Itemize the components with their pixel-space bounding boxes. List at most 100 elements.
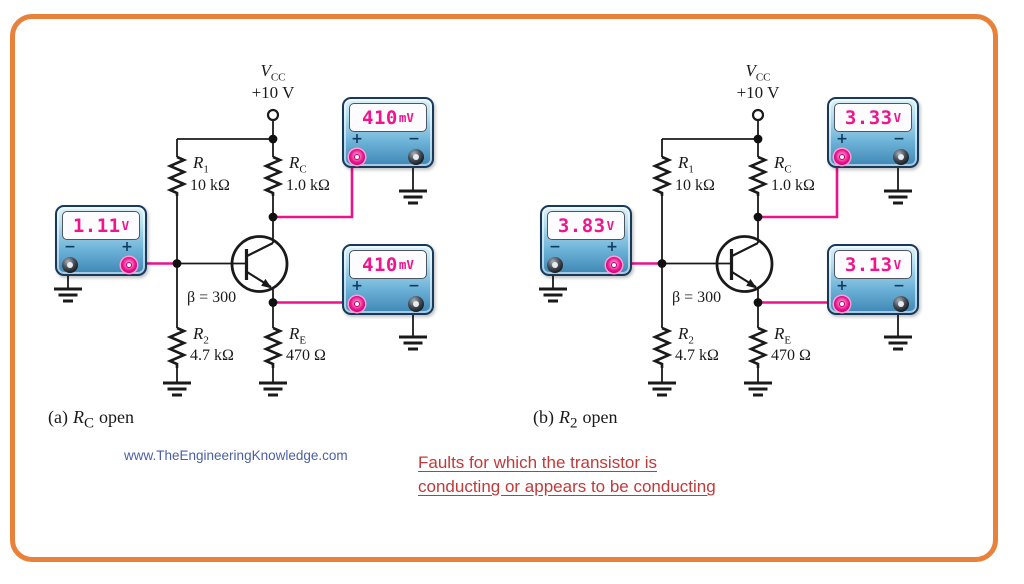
junction-dot	[268, 212, 278, 222]
vcc-subscript: CC	[755, 71, 771, 84]
transistor-emitter-arrow	[261, 278, 272, 289]
junction-dot	[268, 134, 278, 144]
negative-terminal	[408, 149, 424, 165]
transistor-collector-lead	[246, 242, 274, 257]
rc-label: RC	[289, 153, 307, 176]
re-symbol: R	[774, 324, 785, 343]
meter-reading: 410	[362, 253, 398, 276]
r2-subscript: 2	[688, 334, 694, 347]
terminal-dot	[354, 154, 360, 160]
meter-unit: V	[893, 110, 902, 125]
figure-note-line2: conducting or appears to be conducting	[418, 476, 716, 496]
plus-sign: +	[351, 278, 363, 294]
caption-prefix: (a)	[48, 407, 68, 427]
terminal-dot	[126, 262, 132, 268]
junction-dot	[268, 298, 278, 307]
resistor-zigzag-re	[262, 326, 284, 368]
meter-reading: 3.33	[844, 106, 893, 129]
terminal-dot	[611, 262, 617, 268]
terminal-dot	[839, 301, 845, 307]
terminal-dot	[413, 154, 419, 160]
plus-sign: +	[121, 239, 133, 255]
figure-note: Faults for which the transistor is condu…	[418, 451, 716, 499]
circuit-a: VCC +10 V R1 10 kΩ RC 1.0 kΩ β = 300 R2 …	[0, 0, 480, 460]
minus-sign: −	[64, 239, 76, 255]
caption-symbol: R	[72, 407, 84, 427]
rc-value: 1.0 kΩ	[286, 177, 330, 194]
rc-label: RC	[774, 153, 792, 176]
re-label: RE	[774, 324, 792, 347]
r1-label: R1	[678, 153, 694, 176]
meter-unit: mV	[398, 257, 414, 272]
r2-symbol: R	[193, 324, 204, 343]
vcc-label: VCC	[238, 61, 308, 84]
re-subscript: E	[784, 334, 792, 347]
minus-sign: −	[408, 278, 420, 294]
meter-reading: 410	[362, 106, 398, 129]
vcc-label: VCC	[723, 61, 793, 84]
r1-symbol: R	[193, 153, 204, 172]
caption-subscript: 2	[570, 415, 578, 432]
negative-terminal	[547, 257, 563, 273]
minus-sign: −	[893, 278, 905, 294]
terminal-dot	[413, 301, 419, 307]
beta-label: β = 300	[187, 289, 237, 306]
caption-subscript: C	[83, 415, 94, 432]
rc-subscript: C	[784, 163, 792, 176]
meter-reading: 3.83	[557, 214, 606, 237]
vcc-subscript: CC	[270, 71, 286, 84]
r1-label: R1	[193, 153, 209, 176]
rc-value: 1.0 kΩ	[771, 177, 815, 194]
terminal-dot	[898, 301, 904, 307]
meter-unit: mV	[398, 110, 414, 125]
r2-value: 4.7 kΩ	[190, 347, 234, 364]
negative-terminal	[893, 296, 909, 312]
meter-reading: 3.13	[844, 253, 893, 276]
re-value: 470 Ω	[771, 347, 811, 364]
positive-terminal	[834, 296, 850, 312]
vcc-value: +10 V	[251, 83, 295, 102]
rc-subscript: C	[299, 163, 307, 176]
vcc-value: +10 V	[736, 83, 780, 102]
r1-subscript: 1	[203, 163, 209, 176]
minus-sign: −	[408, 131, 420, 147]
meter-unit: V	[606, 218, 615, 233]
re-value: 470 Ω	[286, 347, 326, 364]
minus-sign: −	[549, 239, 561, 255]
plus-sign: +	[836, 278, 848, 294]
website-watermark: www.TheEngineeringKnowledge.com	[124, 448, 348, 463]
caption-symbol: R	[559, 407, 570, 427]
figure-note-line1: Faults for which the transistor is	[418, 453, 658, 472]
r1-value: 10 kΩ	[190, 177, 230, 194]
meter-unit: V	[121, 218, 130, 233]
positive-terminal	[606, 257, 622, 273]
caption-prefix: (b)	[533, 407, 554, 427]
plus-sign: +	[836, 131, 848, 147]
terminal-dot	[839, 154, 845, 160]
re-label: RE	[289, 324, 306, 346]
terminal-dot	[898, 154, 904, 160]
orange-frame	[10, 14, 998, 562]
r1-subscript: 1	[688, 163, 694, 176]
r2-value: 4.7 kΩ	[675, 347, 719, 364]
re-symbol: R	[289, 324, 300, 343]
r1-value: 10 kΩ	[675, 177, 715, 194]
caption-suffix: open	[99, 407, 134, 427]
positive-terminal	[349, 296, 365, 312]
plus-sign: +	[606, 239, 618, 255]
resistor-zigzag-r2	[166, 326, 188, 368]
r2-label: R2	[193, 324, 209, 346]
plus-sign: +	[351, 131, 363, 147]
minus-sign: −	[893, 131, 905, 147]
